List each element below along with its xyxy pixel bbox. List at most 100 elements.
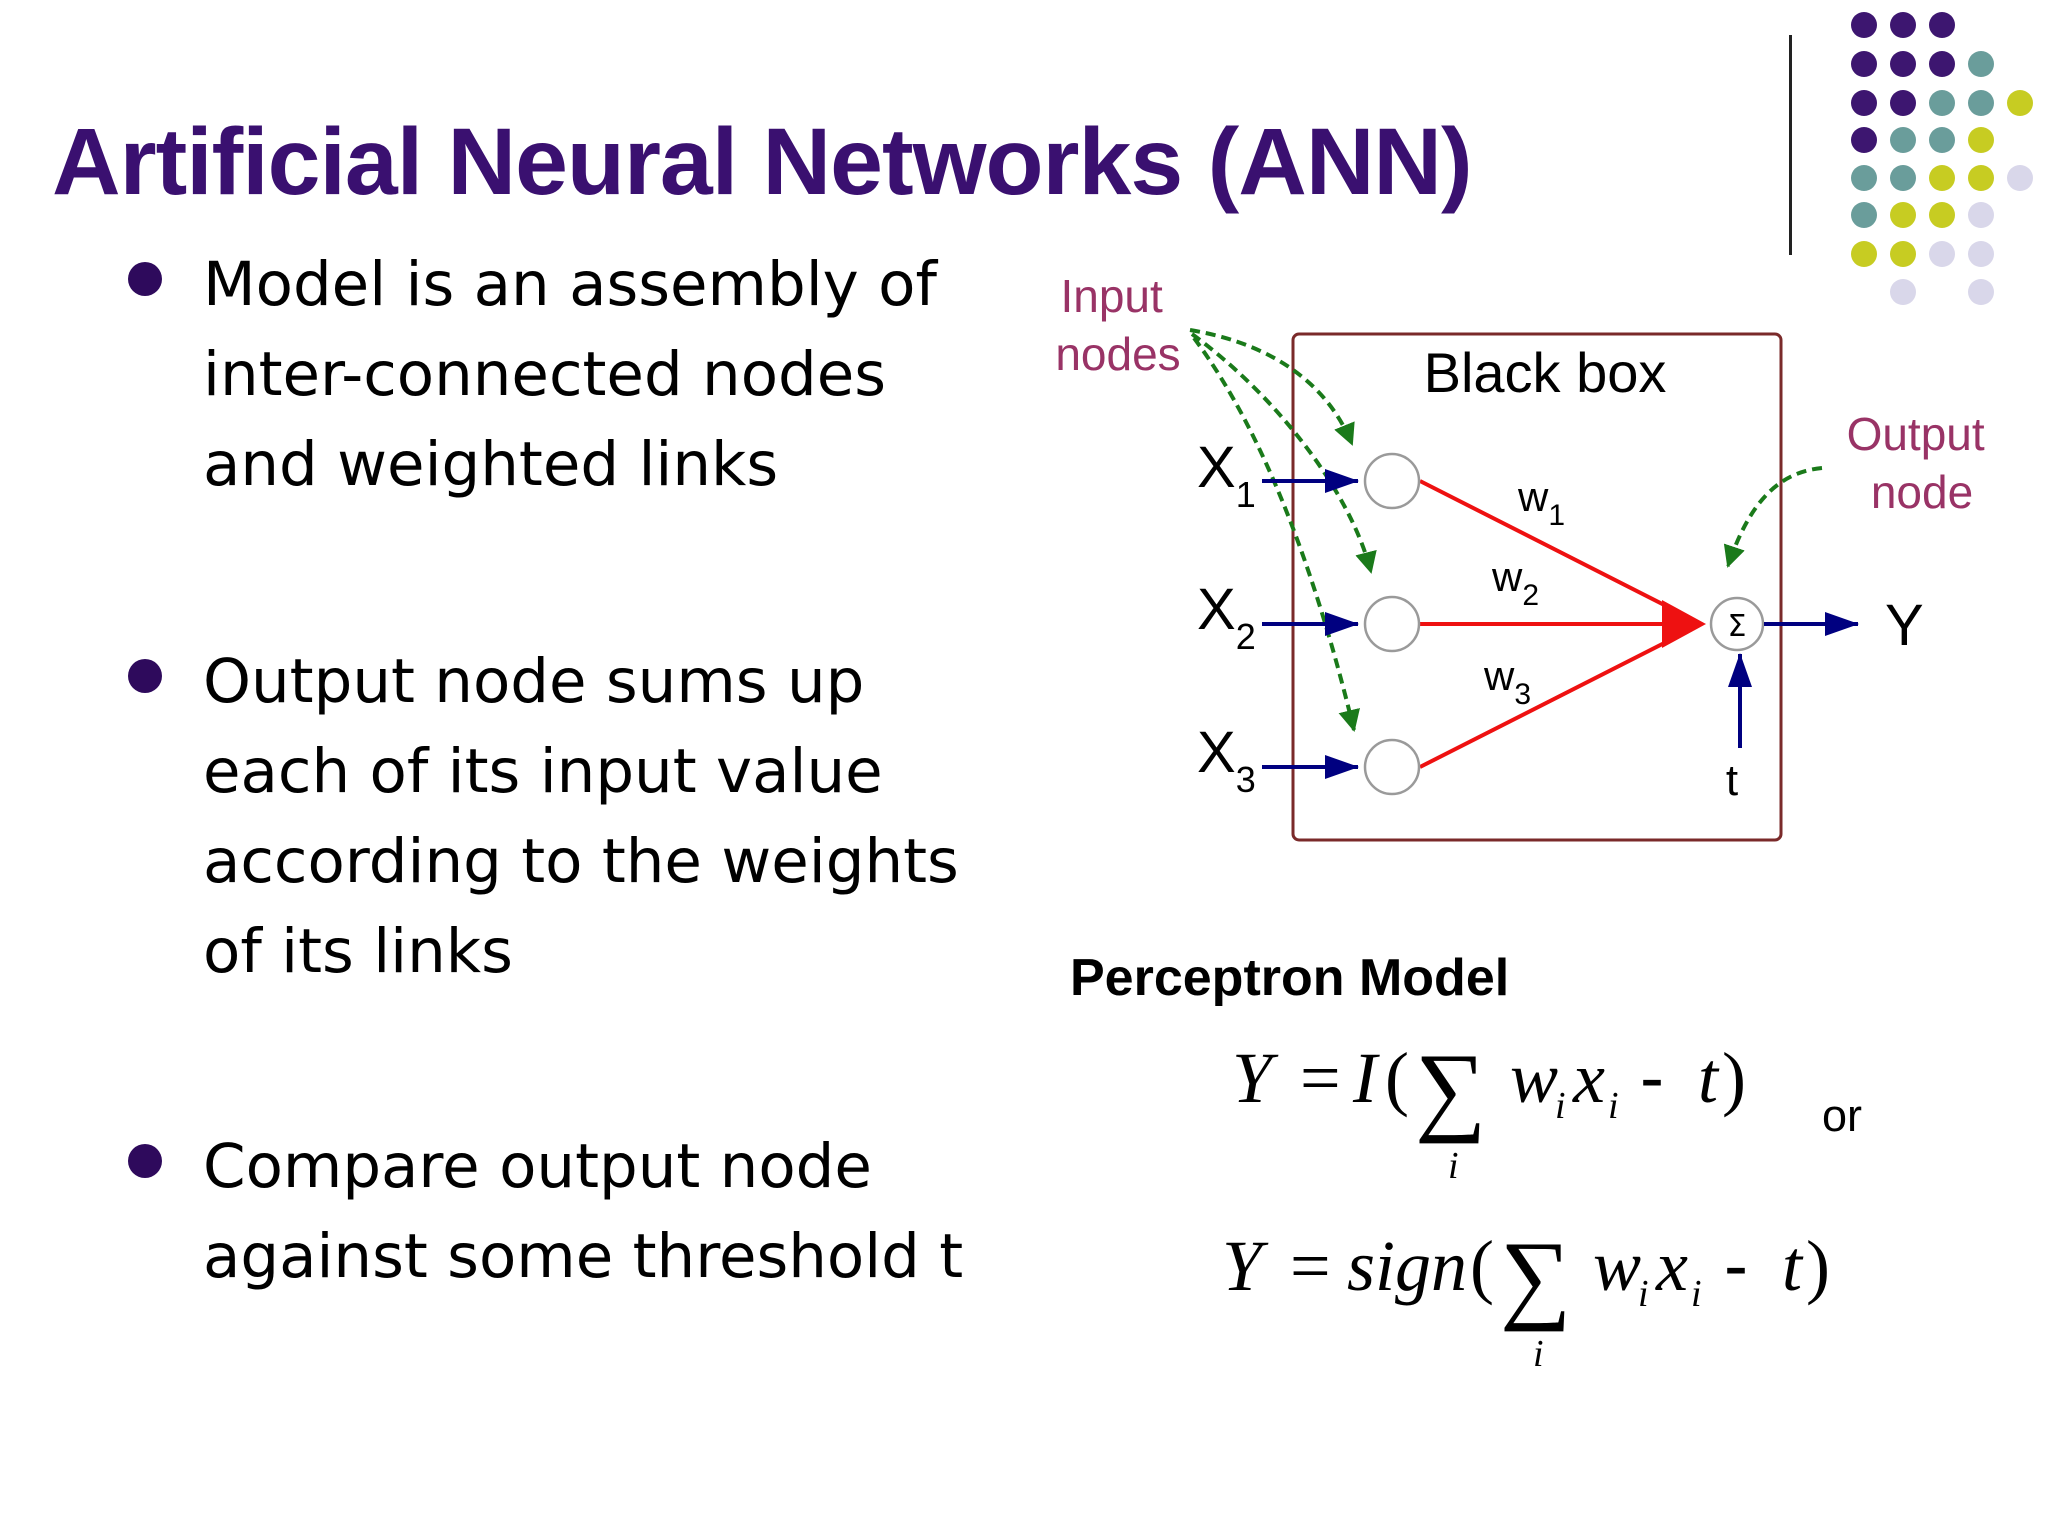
- decorative-dot: [1851, 51, 1877, 77]
- bullet-line: Compare output node: [203, 1131, 872, 1202]
- decorative-dot: [1929, 241, 1955, 267]
- decorative-dot: [1890, 127, 1916, 153]
- equation-2: Y = sign ( ∑ i w i x i - t ): [1222, 1221, 1830, 1375]
- decorative-dot: [1929, 127, 1955, 153]
- eq2-paren-open: (: [1470, 1226, 1494, 1306]
- decorative-dot: [1968, 202, 1994, 228]
- input-labels: X1 X2 X3: [1197, 435, 1256, 800]
- eq1-w: w: [1510, 1038, 1558, 1118]
- black-box-border: [1291, 332, 1783, 842]
- eq1-index: i: [1448, 1145, 1459, 1187]
- input-node-2: [1363, 595, 1421, 653]
- weighted-link-1: [1419, 479, 1691, 620]
- decorative-dot: [1968, 241, 1994, 267]
- input-nodes-label: Input nodes: [1055, 270, 1180, 380]
- decorative-dot: [1968, 279, 1994, 305]
- input-nodes-label-line: Input: [1060, 270, 1163, 322]
- eq2-equals: =: [1290, 1226, 1331, 1306]
- decorative-dot: [1851, 241, 1877, 267]
- input-pointer-arrow-1: [1189, 328, 1355, 446]
- bullet-marker: [128, 659, 162, 693]
- eq1-minus: -: [1640, 1038, 1664, 1118]
- decorative-dot: [1929, 165, 1955, 191]
- output-node-label: Output node: [1847, 408, 1998, 518]
- eq1-x: x: [1572, 1038, 1605, 1118]
- bullet-line: inter-connected nodes: [203, 339, 887, 410]
- eq2-w-sub: i: [1638, 1273, 1649, 1315]
- decorative-dot: [1851, 90, 1877, 116]
- eq2-w: w: [1593, 1226, 1641, 1306]
- input-pointer-arrow-2: [1190, 332, 1377, 574]
- title-divider: [1789, 35, 1792, 255]
- or-label: or: [1822, 1090, 1863, 1141]
- eq1-func: I: [1352, 1038, 1380, 1118]
- decorative-dot: [1968, 90, 1994, 116]
- weight-label-1: w1: [1517, 473, 1565, 532]
- input-node-3: [1363, 738, 1421, 796]
- decorative-dot: [1890, 51, 1916, 77]
- decorative-dot: [1851, 127, 1877, 153]
- decorative-dot: [1968, 165, 1994, 191]
- output-pointer-arrow: [1723, 466, 1823, 568]
- decorative-dot: [1968, 51, 1994, 77]
- eq1-paren-close: ): [1722, 1038, 1746, 1118]
- weighted-link-3: [1419, 628, 1691, 769]
- eq1-w-sub: i: [1555, 1085, 1566, 1127]
- eq1-equals: =: [1300, 1038, 1341, 1118]
- input-label-3: X3: [1197, 720, 1256, 800]
- input-arrows: [1262, 469, 1359, 779]
- eq2-minus: -: [1724, 1226, 1748, 1306]
- decorative-dot: [2007, 90, 2033, 116]
- decorative-dot: [1929, 90, 1955, 116]
- input-label-1: X1: [1197, 435, 1256, 515]
- eq2-x-sub: i: [1691, 1273, 1702, 1315]
- decorative-dot: [1929, 202, 1955, 228]
- bullet-line: Model is an assembly of: [203, 249, 937, 320]
- output-label: Y: [1885, 593, 1924, 658]
- decorative-dot: [1890, 279, 1916, 305]
- decorative-dot: [1929, 12, 1955, 38]
- eq2-x: x: [1655, 1226, 1688, 1306]
- bullet-marker: [128, 262, 162, 296]
- eq1-x-sub: i: [1608, 1085, 1619, 1127]
- bullet-line: against some threshold t: [203, 1221, 964, 1292]
- eq2-index: i: [1533, 1333, 1544, 1375]
- decorative-dot: [1890, 90, 1916, 116]
- threshold-label: t: [1726, 756, 1738, 805]
- sum-symbol: Σ: [1728, 609, 1747, 644]
- decorative-dot: [1851, 165, 1877, 191]
- eq2-func: sign: [1347, 1226, 1467, 1306]
- input-pointer-arrows: [1189, 328, 1823, 732]
- input-nodes: [1363, 452, 1421, 796]
- bullet-line: each of its input value: [203, 736, 883, 807]
- links-arrowhead: [1662, 600, 1706, 648]
- weight-labels: w1 w2 w3: [1483, 473, 1565, 711]
- equation-1: Y = I ( ∑ i w i x i - t ): [1232, 1033, 1746, 1187]
- input-label-2: X2: [1197, 577, 1256, 657]
- output-node-label-line: Output: [1847, 408, 1985, 460]
- eq2-lhs: Y: [1222, 1226, 1269, 1306]
- eq1-paren-open: (: [1385, 1038, 1409, 1118]
- weight-label-2: w2: [1491, 553, 1539, 612]
- weight-label-3: w3: [1483, 652, 1531, 711]
- decorative-dot: [1890, 165, 1916, 191]
- decorative-dot: [2007, 165, 2033, 191]
- decorative-dot: [1890, 241, 1916, 267]
- bullet-line: Output node sums up: [203, 646, 865, 717]
- decorative-dot: [1851, 202, 1877, 228]
- eq2-paren-close: ): [1806, 1226, 1830, 1306]
- bullet-marker: [128, 1144, 162, 1178]
- decorative-dot: [1890, 12, 1916, 38]
- decorative-dot: [1890, 202, 1916, 228]
- bullet-item-3: Compare output node against some thresho…: [203, 1122, 983, 1302]
- eq1-lhs: Y: [1232, 1038, 1279, 1118]
- eq1-t: t: [1698, 1038, 1720, 1118]
- bullet-item-1: Model is an assembly of inter-connected …: [203, 240, 983, 510]
- decorative-dot: [1968, 127, 1994, 153]
- black-box-label: Black box: [1424, 341, 1667, 404]
- input-node-1: [1363, 452, 1421, 510]
- decorative-dot: [1929, 51, 1955, 77]
- bullet-item-2: Output node sums up each of its input va…: [203, 637, 983, 997]
- bullet-line: according to the weights: [203, 826, 959, 897]
